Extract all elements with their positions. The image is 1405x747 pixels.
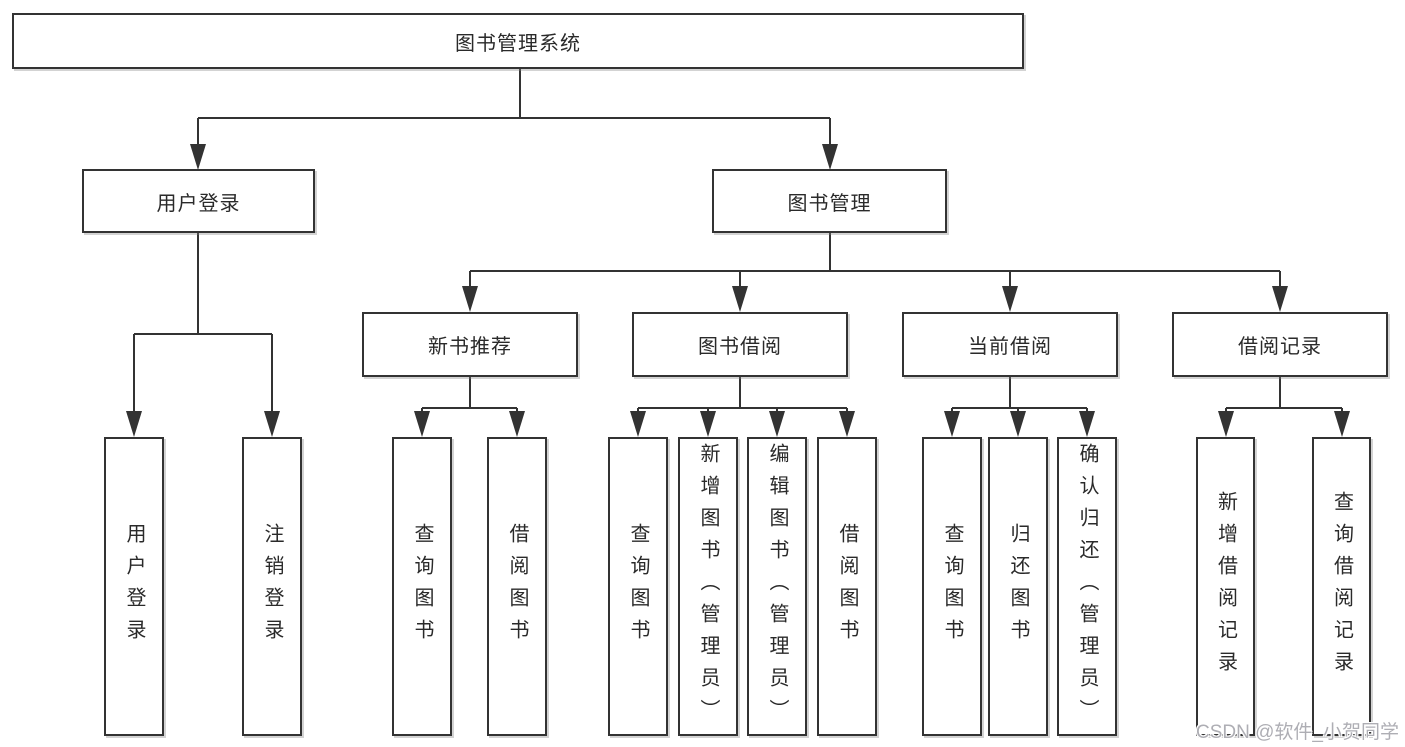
node-label: 当前借阅 bbox=[968, 336, 1052, 358]
leaf-query-books-recommend: 查询图书 bbox=[392, 437, 452, 736]
leaf-user-login: 用户登录 bbox=[104, 437, 164, 736]
leaf-label: 注销登录 bbox=[261, 522, 283, 651]
leaf-label: 确认归还（管理员） bbox=[1076, 442, 1098, 731]
node-label: 借阅记录 bbox=[1238, 336, 1322, 358]
node-label: 新书推荐 bbox=[428, 336, 512, 358]
node-library-management-system: 图书管理系统 bbox=[12, 13, 1024, 69]
leaf-label: 借阅图书 bbox=[506, 522, 528, 651]
leaf-label: 新增借阅记录 bbox=[1214, 490, 1237, 683]
leaf-confirm-return-admin: 确认归还（管理员） bbox=[1057, 437, 1117, 736]
leaf-logout: 注销登录 bbox=[242, 437, 302, 736]
node-borrowing-records: 借阅记录 bbox=[1172, 312, 1388, 377]
leaf-label: 新增图书（管理员） bbox=[697, 442, 719, 731]
node-book-borrowing: 图书借阅 bbox=[632, 312, 848, 377]
leaf-query-books-borrow: 查询图书 bbox=[608, 437, 668, 736]
leaf-label: 借阅图书 bbox=[836, 522, 858, 651]
leaf-add-borrow-record: 新增借阅记录 bbox=[1196, 437, 1255, 736]
node-label: 用户登录 bbox=[156, 192, 241, 215]
node-label: 图书借阅 bbox=[698, 336, 782, 358]
leaf-label: 归还图书 bbox=[1007, 522, 1029, 651]
node-book-management: 图书管理 bbox=[712, 169, 947, 233]
leaf-label: 用户登录 bbox=[123, 522, 145, 651]
leaf-add-books-admin: 新增图书（管理员） bbox=[678, 437, 738, 736]
leaf-return-books: 归还图书 bbox=[988, 437, 1048, 736]
leaf-label: 编辑图书（管理员） bbox=[766, 442, 788, 731]
node-user-login: 用户登录 bbox=[82, 169, 315, 233]
leaf-edit-books-admin: 编辑图书（管理员） bbox=[747, 437, 807, 736]
leaf-query-borrow-record: 查询借阅记录 bbox=[1312, 437, 1371, 736]
leaf-borrow-books: 借阅图书 bbox=[817, 437, 877, 736]
leaf-query-books-current: 查询图书 bbox=[922, 437, 982, 736]
leaf-borrow-books-recommend: 借阅图书 bbox=[487, 437, 547, 736]
node-label: 图书管理 bbox=[787, 192, 872, 215]
node-label: 图书管理系统 bbox=[455, 32, 581, 55]
leaf-label: 查询图书 bbox=[411, 522, 433, 651]
node-new-book-recommendation: 新书推荐 bbox=[362, 312, 578, 377]
node-current-borrowing: 当前借阅 bbox=[902, 312, 1118, 377]
arrowheads bbox=[126, 144, 1350, 437]
csdn-watermark: CSDN @软件_小贺同学 bbox=[1196, 722, 1399, 743]
leaf-label: 查询借阅记录 bbox=[1330, 490, 1353, 683]
leaf-label: 查询图书 bbox=[941, 522, 963, 651]
leaf-label: 查询图书 bbox=[627, 522, 649, 651]
